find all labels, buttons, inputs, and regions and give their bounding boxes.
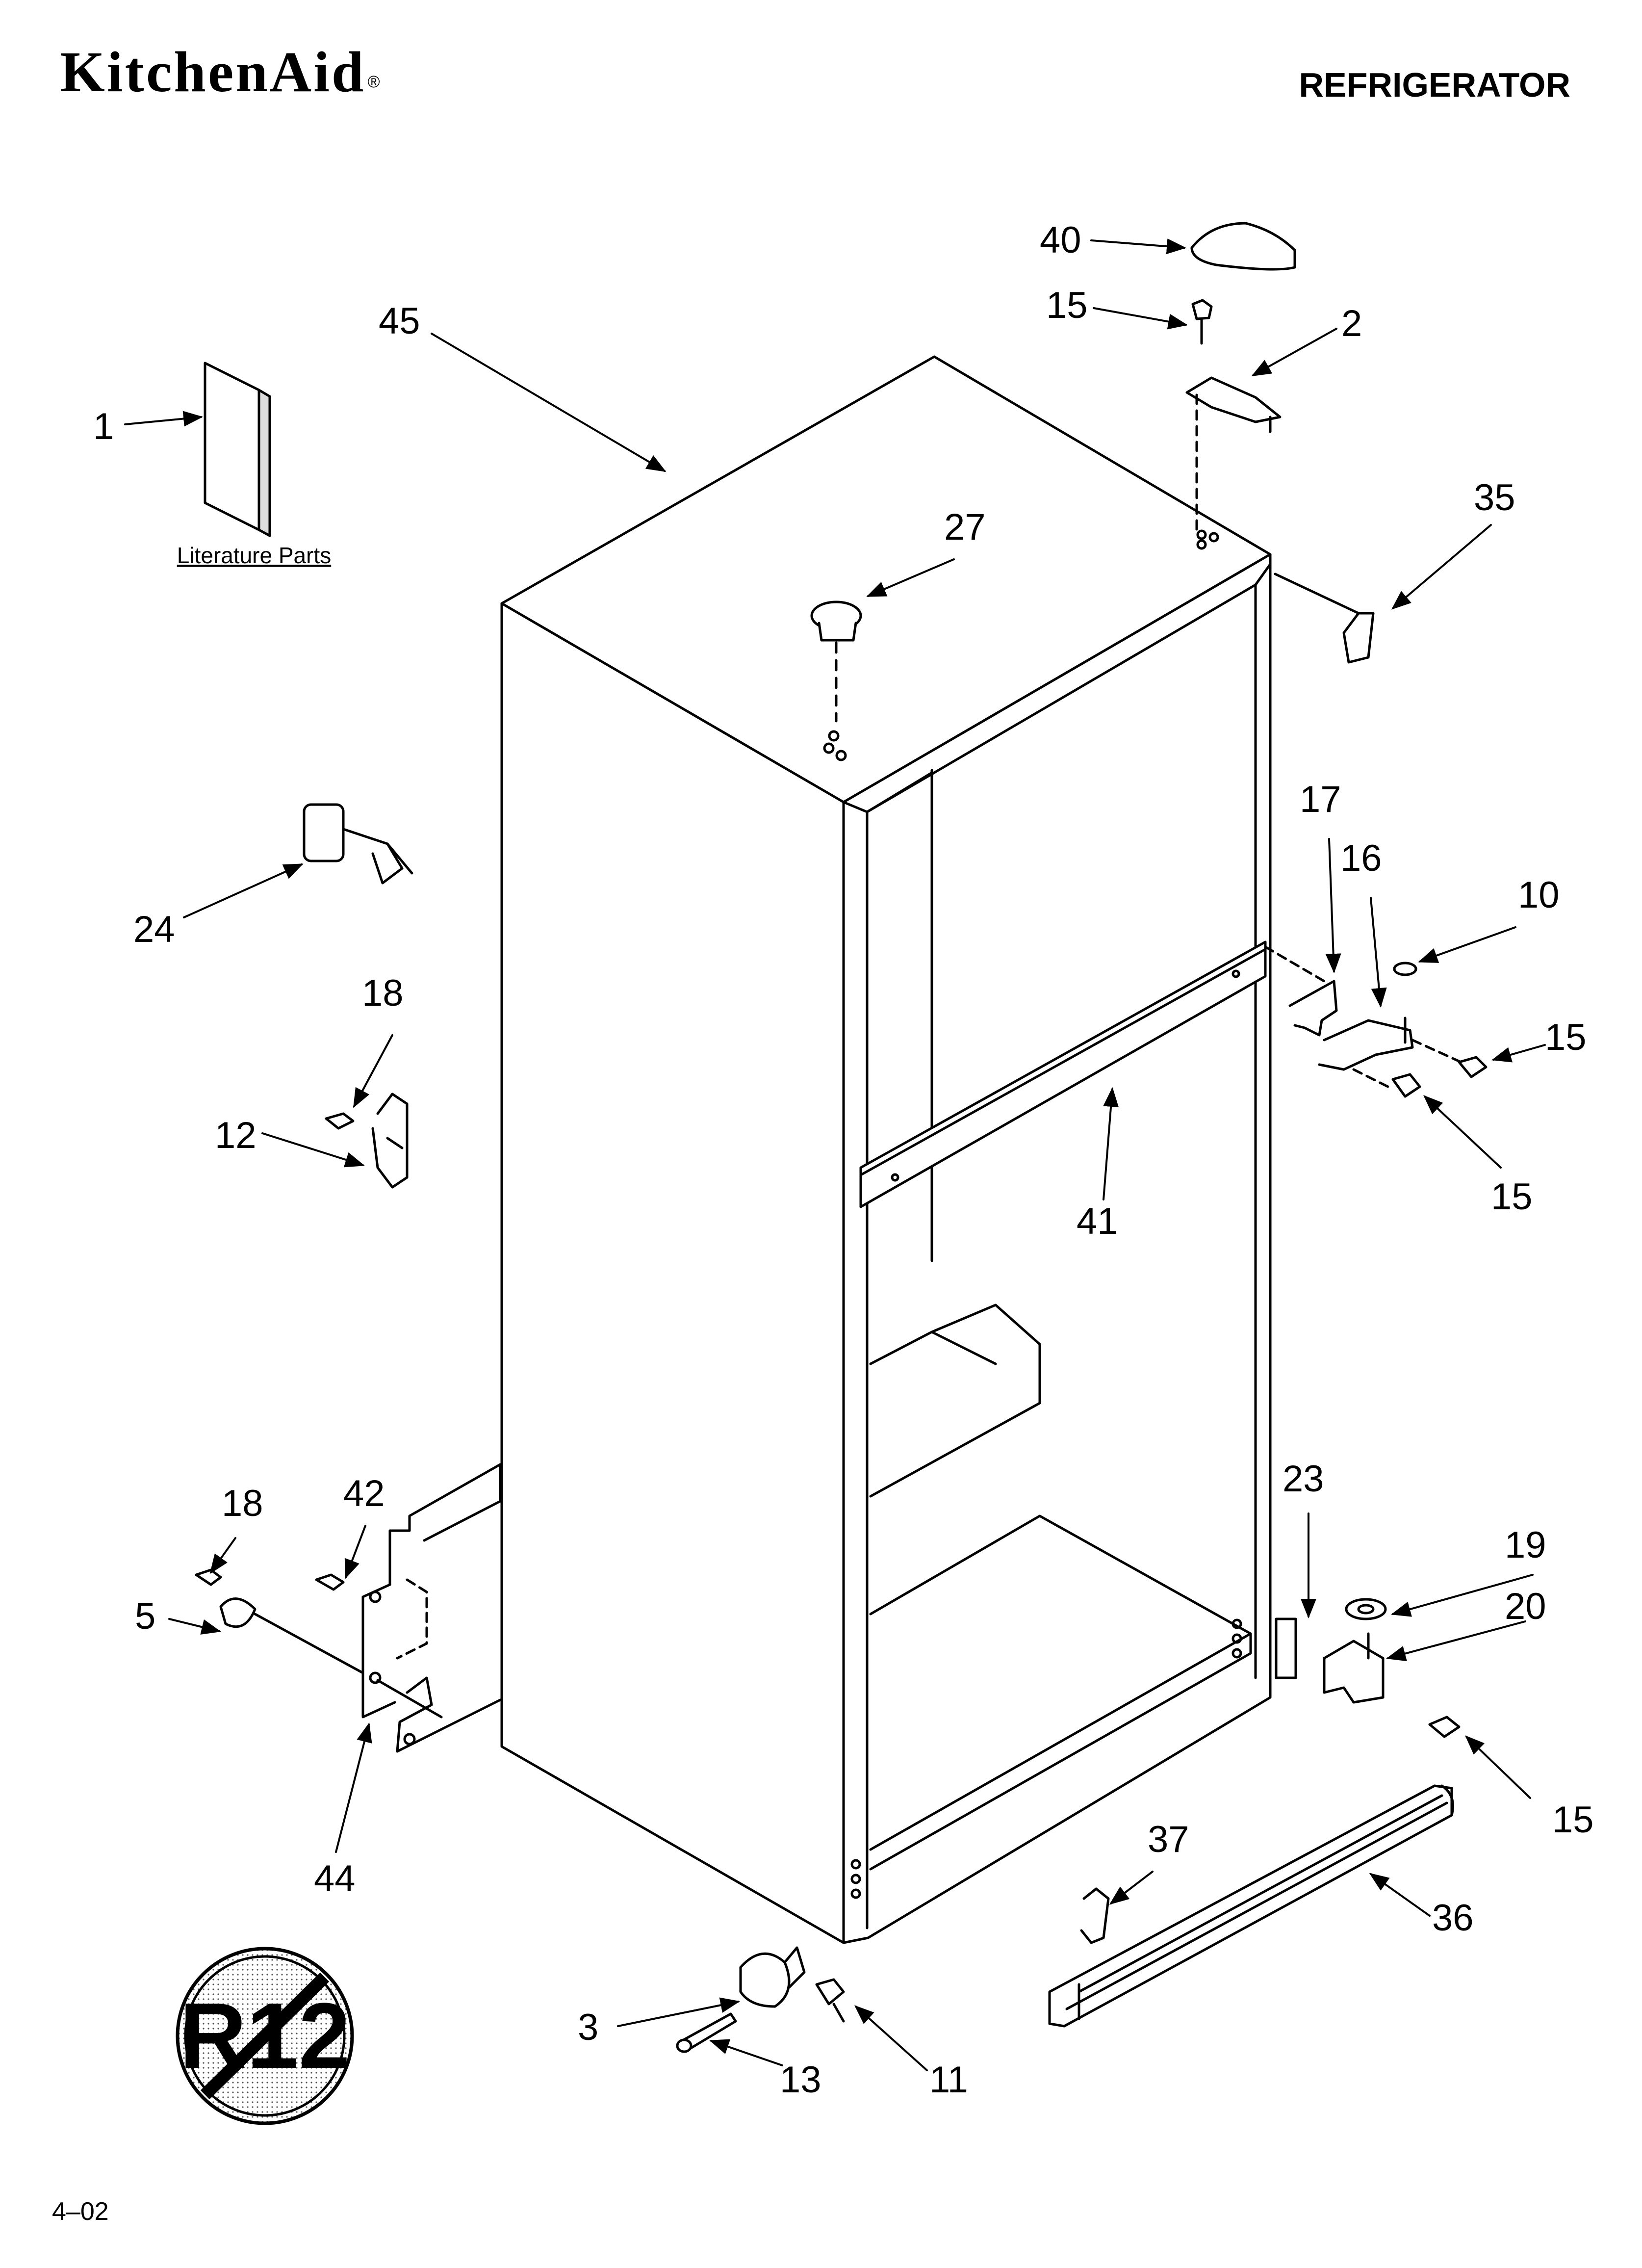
callout-44: 44 [314, 1858, 356, 1900]
callout-5: 5 [135, 1595, 155, 1637]
callout-20: 20 [1505, 1586, 1546, 1627]
callout-15-top: 15 [1046, 285, 1088, 326]
callout-18-lower: 18 [222, 1483, 263, 1524]
callout-11: 11 [929, 2059, 968, 2101]
clip-37 [1080, 1887, 1110, 1944]
callout-27: 27 [944, 506, 986, 548]
plug-27 [810, 600, 862, 723]
registered-mark: ® [367, 73, 382, 91]
page-title: REFRIGERATOR [1299, 66, 1570, 104]
literature-parts-label: Literature Parts [177, 543, 331, 568]
cabinet-45 [500, 355, 1360, 1944]
callout-37: 37 [1148, 1819, 1189, 1860]
callout-labels: 1 2 3 5 10 11 12 13 15 15 15 15 16 17 18… [93, 219, 1594, 2101]
callout-42: 42 [343, 1473, 385, 1514]
callout-41: 41 [1077, 1200, 1118, 1242]
callout-15-bottom: 15 [1552, 1799, 1594, 1841]
kitchenaid-logo: KitchenAid® [60, 43, 382, 101]
callout-2: 2 [1341, 303, 1362, 344]
callout-15-hinge-upper: 15 [1545, 1017, 1587, 1058]
callout-12: 12 [215, 1115, 257, 1156]
literature-part-1 [204, 362, 271, 537]
revision-code: 4–02 [52, 2197, 109, 2226]
screw-11 [815, 1978, 845, 2023]
callout-24: 24 [133, 909, 175, 950]
callout-18-upper: 18 [362, 972, 404, 1014]
callout-1: 1 [93, 406, 114, 447]
callout-23: 23 [1283, 1458, 1324, 1500]
callout-10: 10 [1518, 874, 1560, 916]
callout-3: 3 [578, 2007, 598, 2048]
leveling-leg-3 [739, 1946, 806, 2008]
part-12-18 [325, 1093, 409, 1189]
callout-17: 17 [1300, 779, 1341, 820]
r12-badge-label: R12 [180, 1972, 350, 2100]
brand-name: KitchenAid [60, 40, 366, 104]
bracket-44 [195, 1463, 502, 1753]
bottom-hinge-19-20-23 [1275, 1598, 1461, 1738]
callout-15-hinge-lower: 15 [1491, 1176, 1533, 1218]
part-35 [1342, 612, 1375, 664]
callout-16: 16 [1340, 837, 1382, 879]
callout-13: 13 [780, 2059, 821, 2101]
center-hinge-16-17 [1264, 945, 1488, 1098]
callout-19: 19 [1505, 1524, 1546, 1566]
leader-arrows [124, 238, 1546, 2071]
callout-35: 35 [1474, 477, 1515, 519]
part-24 [303, 803, 413, 885]
grille-36 [1048, 1784, 1454, 2028]
callout-40: 40 [1040, 219, 1081, 261]
top-hinge-2 [1185, 299, 1282, 536]
callout-45: 45 [379, 300, 420, 342]
cover-40 [1190, 222, 1296, 271]
pin-13 [676, 2012, 737, 2053]
callout-36: 36 [1432, 1897, 1474, 1939]
